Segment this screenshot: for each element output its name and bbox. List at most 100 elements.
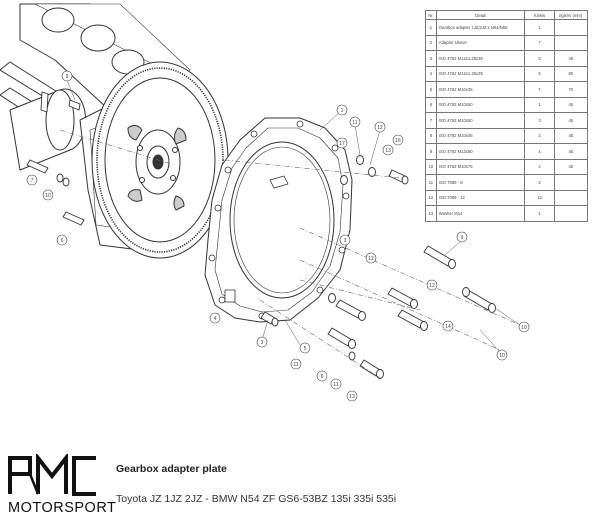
callout-bubble: 4 — [209, 312, 221, 324]
cell-length: 45 — [553, 158, 589, 175]
page-footer: MOTORSPORT Gearbox adapter plate Toyota … — [0, 440, 600, 525]
callout-label: 11 — [333, 382, 338, 388]
bolt — [26, 91, 85, 226]
cell-quantity: 4 — [524, 158, 555, 175]
callout-bubble: 10 — [496, 349, 508, 361]
callout-bubble: 9 — [61, 70, 73, 82]
callout-label: 6 — [61, 238, 64, 244]
flywheel — [91, 61, 229, 259]
exploded-assembly-drawing: 9 1 11 12 13 16 17 10 7 6 3 12 9 12 10 1… — [0, 3, 530, 402]
cell-part-name: Gearbox adapter 1JZ/2JZ x N54/N55 — [435, 19, 526, 36]
cell-length: 45 — [553, 50, 589, 67]
cell-part-name: Adapter sleeve — [435, 34, 526, 51]
callout-bubble: 17 — [336, 137, 348, 149]
cell-part-name: ISO 4762 M10x50 — [435, 96, 526, 113]
cell-number: 3 — [425, 50, 437, 67]
callout-bubble: 12 — [374, 121, 386, 133]
callout-label: 5 — [304, 346, 307, 352]
cell-number: 12 — [425, 189, 437, 206]
callout-label: 13 — [349, 394, 355, 400]
callout-bubble: 13 — [382, 144, 394, 156]
table-header-row: Nr. Detali Kiekis Ilgis/rv (mm) — [425, 10, 589, 20]
callout-label: 16 — [395, 138, 401, 144]
bolt — [359, 359, 384, 379]
callout-bubble: 14 — [442, 320, 454, 332]
bolt — [423, 245, 456, 269]
callout-bubble: 10 — [42, 189, 54, 201]
callout-bubble: 11 — [330, 378, 342, 390]
cell-part-name: ISO 4762 M12x1.25x35 — [435, 65, 526, 82]
brand-logo-text: MOTORSPORT — [8, 500, 117, 516]
cell-quantity: 7 — [524, 81, 555, 98]
callout-bubble: 16 — [392, 134, 404, 146]
cell-length: 45 — [553, 96, 589, 113]
cell-length: 80 — [553, 65, 589, 82]
cell-length: 45 — [553, 127, 589, 144]
callout-label: 10 — [45, 193, 51, 199]
callout-bubble: 6 — [56, 234, 68, 246]
bolt — [397, 309, 428, 331]
cell-length — [553, 189, 589, 206]
cell-quantity: 2 — [524, 127, 555, 144]
cell-length — [553, 205, 589, 222]
bolt — [388, 169, 409, 185]
callout-bubble: 9 — [456, 231, 468, 243]
cell-quantity: 1 — [524, 19, 555, 36]
cell-part-name: ISO 4762 M10x50 — [435, 112, 526, 129]
cell-number: 8 — [425, 127, 437, 144]
callout-label: 12 — [429, 283, 435, 289]
cell-part-name: ISO 7089 - 12 — [435, 189, 526, 206]
callout-bubble: 12 — [426, 279, 438, 291]
cell-part-name: ISO 4762 M12x1.25x35 — [435, 50, 526, 67]
callout-bubble: 3 — [256, 336, 268, 348]
callout-label: 11 — [293, 362, 298, 368]
callout-bubble: 11 — [290, 358, 302, 370]
callout-label: 7 — [31, 178, 34, 184]
column-header-length: Ilgis/rv (mm) — [553, 10, 589, 20]
callout-label: 17 — [339, 141, 345, 147]
cell-part-name: Washer M14 — [435, 205, 526, 222]
column-header-part: Detali — [435, 10, 526, 20]
callout-label: 9 — [66, 74, 69, 80]
column-header-quantity: Kiekis — [524, 10, 555, 20]
callout-bubbles: 9 1 11 12 13 16 17 10 7 6 3 12 9 12 10 1… — [26, 70, 530, 402]
cell-length: 45 — [553, 112, 589, 129]
cell-number: 7 — [425, 112, 437, 129]
bolt — [260, 311, 279, 327]
cell-length: 45 — [553, 143, 589, 160]
starter-motor — [9, 88, 87, 171]
callout-bubble: 3 — [339, 234, 351, 246]
callout-bubble: 13 — [346, 390, 358, 402]
callout-label: 1 — [341, 108, 344, 114]
cell-quantity: 2 — [524, 50, 555, 67]
cell-number: 2 — [425, 34, 437, 51]
cell-quantity: 1 — [524, 205, 555, 222]
callout-label: 10 — [521, 325, 527, 331]
cell-quantity: 1 — [524, 96, 555, 113]
brand-logo: MOTORSPORT — [8, 452, 117, 516]
cell-number: 9 — [425, 143, 437, 160]
cell-quantity: 7 — [524, 34, 555, 51]
bolt — [387, 287, 418, 309]
cell-number: 1 — [425, 19, 437, 36]
bolt — [335, 299, 366, 321]
cell-number: 5 — [425, 81, 437, 98]
callout-label: 3 — [344, 238, 347, 244]
callout-label: 4 — [214, 316, 217, 322]
cell-number: 13 — [425, 205, 437, 222]
callout-bubble: 12 — [365, 252, 377, 264]
callout-label: 12 — [368, 256, 374, 262]
callout-leaders — [66, 79, 521, 353]
callout-label: 11 — [352, 120, 357, 126]
callout-label: 9 — [461, 235, 464, 241]
